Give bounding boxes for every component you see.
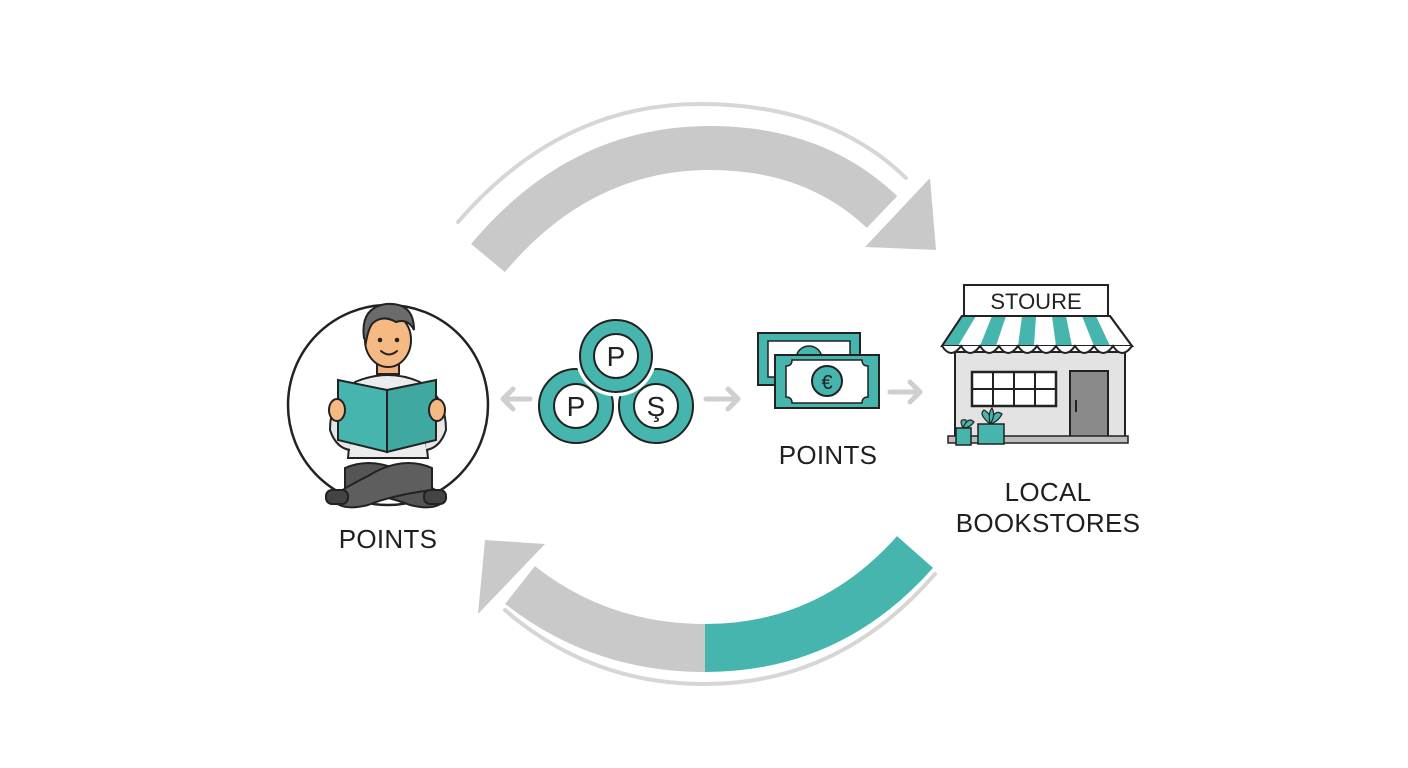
arrow-cash-store — [887, 379, 923, 405]
store-sign-text: STOURE — [990, 289, 1081, 314]
arrow-reader-coins — [500, 386, 533, 412]
plant-icon — [955, 406, 1005, 446]
coin-left-symbol: P — [567, 391, 586, 422]
store-awning — [940, 315, 1134, 354]
store-door — [1069, 370, 1109, 439]
arrow-coins-cash — [703, 386, 741, 412]
store-label-line1: LOCAL — [1004, 477, 1092, 507]
top-cycle-arrow — [456, 101, 936, 273]
coin-top: P — [575, 315, 657, 397]
store-label-line2: BOOKSTORES — [955, 508, 1141, 538]
storefront-icon: STOURE — [940, 284, 1134, 446]
reader-label: POINTS — [338, 524, 438, 554]
store-window — [970, 370, 1058, 408]
store-label: LOCAL BOOKSTORES — [948, 477, 1148, 539]
banknotes-icon: € — [757, 332, 880, 409]
coins-icon: P Ş P — [538, 315, 694, 444]
banknote-symbol: € — [821, 372, 832, 394]
store-sign: STOURE — [963, 284, 1109, 317]
coin-top-symbol: P — [607, 341, 626, 372]
coin-right-symbol: Ş — [647, 391, 666, 422]
cash-label: POINTS — [778, 440, 878, 470]
banknote-front: € — [774, 354, 880, 409]
bottom-cycle-arrow — [478, 535, 937, 687]
person-reading-icon — [286, 302, 490, 509]
